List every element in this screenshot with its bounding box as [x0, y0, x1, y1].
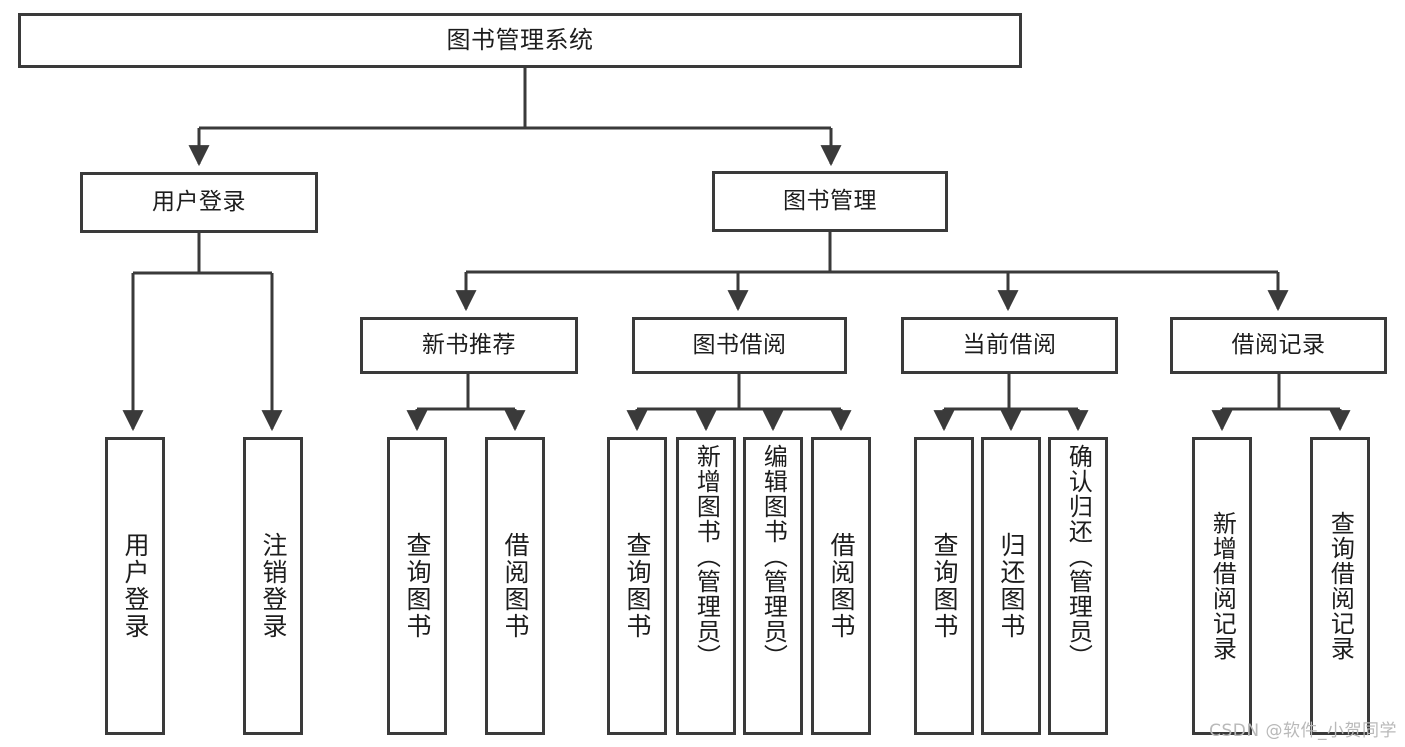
- node-label: 归还图书: [997, 532, 1026, 640]
- node-leaf-borrow-book[interactable]: 借阅图书: [811, 437, 871, 735]
- node-leaf-query-borrow-record[interactable]: 查询借阅记录: [1310, 437, 1370, 735]
- node-label: 新增图书（管理员）: [692, 444, 721, 669]
- node-label: 编辑图书（管理员）: [759, 444, 788, 669]
- node-label: 新书推荐: [422, 332, 516, 359]
- node-label: 查询借阅记录: [1326, 511, 1355, 661]
- node-label: 新增借阅记录: [1208, 511, 1237, 661]
- node-leaf-user-login[interactable]: 用户登录: [105, 437, 165, 735]
- node-label: 借阅图书: [827, 532, 856, 640]
- node-book-borrow[interactable]: 图书借阅: [632, 317, 847, 374]
- node-leaf-borrow-book-recommend[interactable]: 借阅图书: [485, 437, 545, 735]
- node-leaf-add-book-admin[interactable]: 新增图书（管理员）: [676, 437, 736, 735]
- node-label: 借阅图书: [501, 532, 530, 640]
- node-leaf-query-book-borrow[interactable]: 查询图书: [607, 437, 667, 735]
- node-label: 借阅记录: [1231, 332, 1326, 359]
- node-label: 查询图书: [403, 532, 432, 640]
- node-user-login[interactable]: 用户登录: [80, 172, 318, 233]
- node-root-system[interactable]: 图书管理系统: [18, 13, 1022, 68]
- node-book-management[interactable]: 图书管理: [712, 171, 948, 232]
- node-new-book-recommend[interactable]: 新书推荐: [360, 317, 578, 374]
- node-label: 图书管理系统: [446, 25, 594, 54]
- node-leaf-add-borrow-record[interactable]: 新增借阅记录: [1192, 437, 1252, 735]
- node-leaf-confirm-return-admin[interactable]: 确认归还（管理员）: [1048, 437, 1108, 735]
- node-current-borrow[interactable]: 当前借阅: [901, 317, 1118, 374]
- node-borrow-record[interactable]: 借阅记录: [1170, 317, 1387, 374]
- node-leaf-logout[interactable]: 注销登录: [243, 437, 303, 735]
- node-label: 注销登录: [259, 532, 288, 640]
- node-label: 查询图书: [623, 532, 652, 640]
- node-label: 用户登录: [121, 532, 150, 640]
- node-label: 图书管理: [783, 188, 877, 215]
- node-label: 图书借阅: [692, 332, 787, 359]
- node-label: 用户登录: [152, 189, 246, 216]
- node-label: 确认归还（管理员）: [1064, 444, 1093, 669]
- node-leaf-edit-book-admin[interactable]: 编辑图书（管理员）: [743, 437, 803, 735]
- node-leaf-query-book-current[interactable]: 查询图书: [914, 437, 974, 735]
- node-label: 当前借阅: [962, 332, 1057, 359]
- node-label: 查询图书: [930, 532, 959, 640]
- node-leaf-query-book-recommend[interactable]: 查询图书: [387, 437, 447, 735]
- node-leaf-return-book[interactable]: 归还图书: [981, 437, 1041, 735]
